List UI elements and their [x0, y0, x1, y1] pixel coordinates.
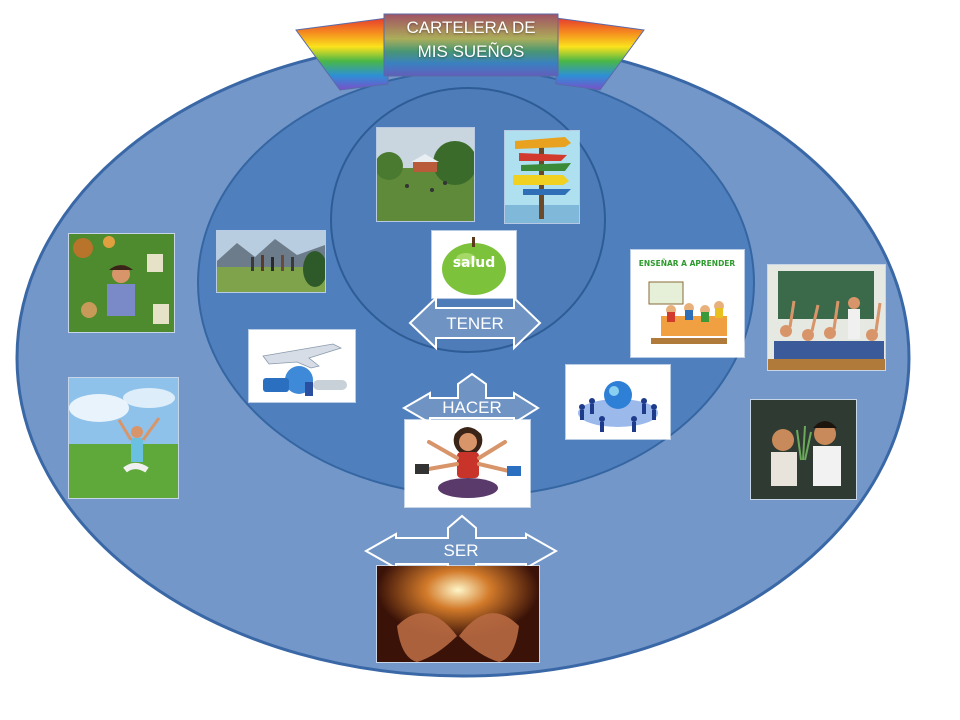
ser-label: SER [443, 541, 479, 560]
photo-park-gathering [377, 128, 474, 221]
ensenar-label: ENSEÑAR A APRENDER [639, 259, 736, 268]
banner-title: CARTELERA DE MIS SUEÑOS [386, 16, 556, 76]
banner-title-line2: MIS SUEÑOS [417, 42, 525, 61]
photo-relaxing-on-grass [69, 234, 174, 332]
hacer-label: HACER [442, 398, 502, 417]
photo-classroom [768, 265, 885, 370]
tener-arrow [408, 295, 542, 351]
hacer-arrow [401, 372, 540, 425]
tener-label: TENER [446, 314, 504, 333]
airplane-icon [249, 330, 355, 402]
apple-icon: salud [432, 231, 516, 298]
globe-people-icon [566, 365, 670, 439]
salud-label: salud [453, 255, 496, 271]
hands-light-icon [377, 566, 539, 662]
photo-teaching-to-learn: ENSEÑAR A APRENDER [631, 250, 744, 357]
photo-mountain-hikers [217, 231, 325, 292]
rainbow-banner-icon [295, 13, 645, 91]
photo-teacher-student [751, 400, 856, 499]
photo-woman-in-field [69, 378, 178, 498]
signpost-icon [505, 131, 579, 223]
banner-title-line1: CARTELERA DE [406, 18, 536, 37]
photo-multitasking-woman [405, 420, 530, 507]
